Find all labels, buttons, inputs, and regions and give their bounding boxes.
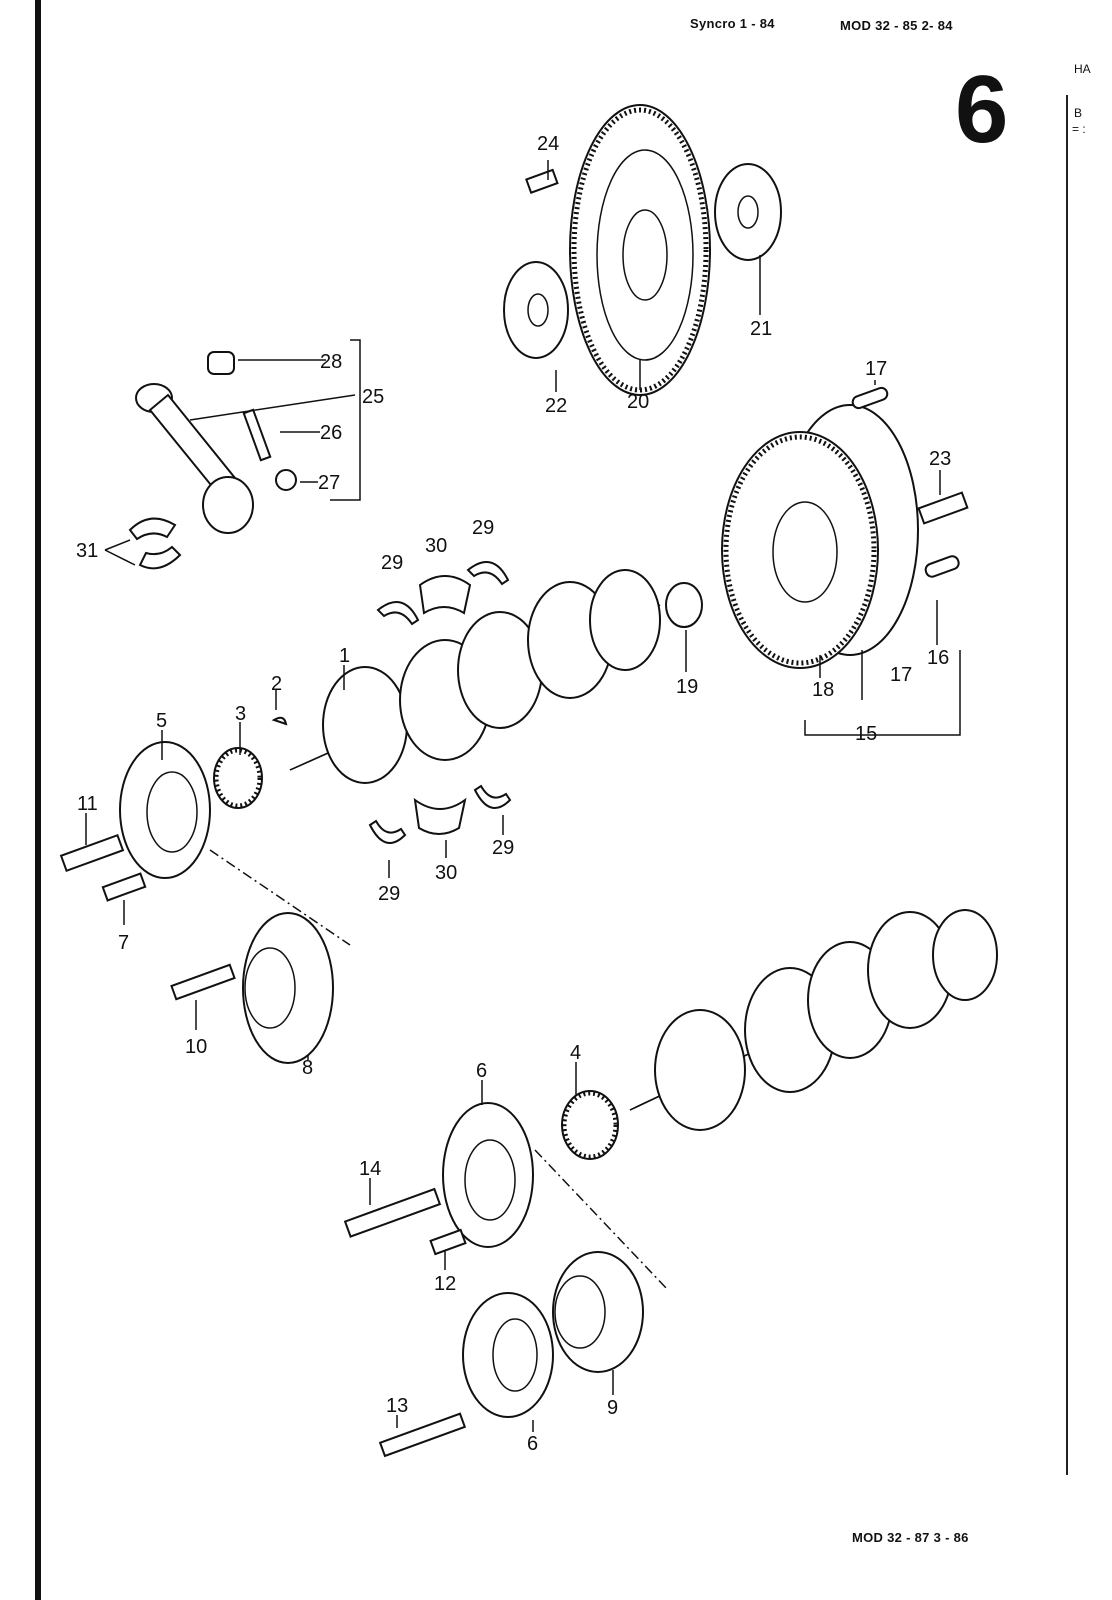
crankshaft-upper — [289, 569, 661, 784]
needle-bearing-19 — [665, 582, 703, 628]
binder-edge — [35, 0, 41, 1600]
edge-text-third: = : — [1072, 122, 1086, 136]
header-model-left: Syncro 1 - 84 — [690, 16, 775, 31]
section-number: 6 — [955, 56, 1009, 163]
bolt-12 — [429, 1228, 467, 1256]
callout: 17 — [890, 664, 912, 686]
callout: 24 — [537, 133, 559, 155]
callout: 10 — [185, 1036, 207, 1058]
callout: 28 — [320, 351, 342, 373]
callout: 27 — [318, 472, 340, 494]
key-2 — [271, 716, 288, 726]
margin-line — [1066, 95, 1068, 1475]
callout: 9 — [607, 1397, 618, 1419]
callout: 20 — [627, 391, 649, 413]
nut-27 — [275, 469, 297, 491]
callout: 29 — [381, 552, 403, 574]
callout: 4 — [570, 1042, 581, 1064]
callout: 8 — [302, 1057, 313, 1079]
pulley-6-upper — [442, 1102, 534, 1248]
plate-22 — [503, 261, 569, 359]
callout: 12 — [434, 1273, 456, 1295]
callout: 30 — [435, 862, 457, 884]
bolt-7 — [101, 872, 147, 902]
callout: 21 — [750, 318, 772, 340]
callout: 6 — [527, 1433, 538, 1455]
callout: 22 — [545, 395, 567, 417]
callout: 1 — [339, 645, 350, 667]
main-bearings-30 — [413, 575, 472, 835]
callout: 14 — [359, 1158, 381, 1180]
crankshaft-lower — [629, 909, 998, 1131]
callout: 19 — [676, 676, 698, 698]
bearing-shells-31 — [128, 517, 182, 570]
callout: 6 — [476, 1060, 487, 1082]
footer-model: MOD 32 - 87 3 - 86 — [852, 1530, 969, 1545]
pulley-8 — [242, 912, 334, 1064]
bolt-13 — [378, 1412, 467, 1458]
callout: 29 — [378, 883, 400, 905]
callout: 29 — [472, 517, 494, 539]
bolt-14 — [343, 1187, 442, 1238]
edge-text-top: HA — [1074, 62, 1091, 76]
bolt-24 — [525, 168, 559, 194]
callout: 13 — [386, 1395, 408, 1417]
header-model-right: MOD 32 - 85 2- 84 — [840, 18, 953, 33]
callout: 29 — [492, 837, 514, 859]
flywheel-assembly — [721, 404, 919, 669]
connecting-rod — [135, 383, 254, 534]
callout-labels: 24 21 22 20 28 25 26 27 31 17 23 29 30 2… — [76, 133, 951, 1455]
thrust-washers-29 — [368, 561, 512, 844]
callout: 3 — [235, 703, 246, 725]
flywheel-upper — [569, 104, 711, 396]
callout: 31 — [76, 540, 98, 562]
callout: 5 — [156, 710, 167, 732]
plate-21 — [714, 163, 782, 261]
callout: 16 — [927, 647, 949, 669]
dowel-17 — [851, 386, 889, 410]
callout: 2 — [271, 673, 282, 695]
bolt-23 — [917, 491, 969, 525]
bolt-11 — [59, 833, 125, 873]
callout: 23 — [929, 448, 951, 470]
bolt-26 — [242, 408, 272, 462]
callout: 18 — [812, 679, 834, 701]
pulley-9 — [552, 1251, 644, 1373]
callout: 7 — [118, 932, 129, 954]
bolt-10 — [170, 963, 236, 1001]
pulley-6-lower — [462, 1292, 554, 1418]
callout: 25 — [362, 386, 384, 408]
callout: 30 — [425, 535, 447, 557]
bushing-28 — [207, 351, 235, 375]
edge-text-second: B — [1074, 106, 1083, 120]
callout: 17 — [865, 358, 887, 380]
pin-16 — [924, 555, 960, 578]
callout: 11 — [77, 793, 98, 815]
callout: 15 — [855, 723, 877, 745]
callout: 26 — [320, 422, 342, 444]
